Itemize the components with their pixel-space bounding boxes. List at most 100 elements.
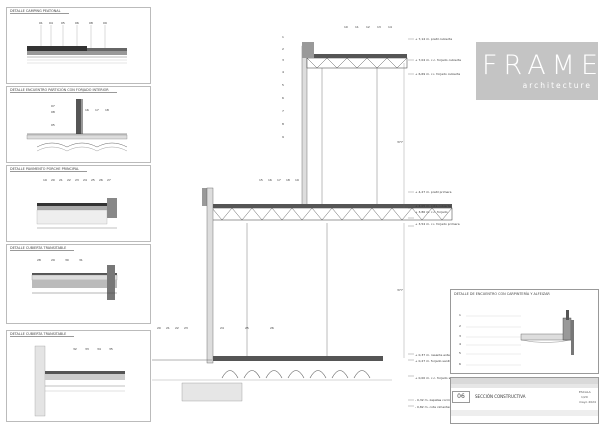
callout: 9 — [282, 135, 284, 139]
callout: 20 — [157, 326, 161, 330]
scale-value: 1/20 — [581, 395, 588, 399]
title-block-header — [451, 378, 598, 384]
callout: 16 — [268, 178, 272, 182]
constructive-section-drawing — [152, 38, 453, 407]
panel-title: DETALLE ENCUENTRO PARTICIÓN CON FORJADO … — [10, 88, 117, 93]
detail-drawing — [27, 25, 127, 64]
detail-drawing — [26, 99, 128, 152]
panel-title: DETALLE PAVIMENTO PORCHE PRINCIPAL — [10, 167, 87, 172]
level-label: + 4,05 m. cota cubierta — [415, 204, 451, 208]
dimension-label: 377 — [397, 288, 403, 292]
panel-title: DETALLE CUBIERTA TRANSITABLE — [10, 246, 75, 251]
callout: 05 — [51, 123, 55, 127]
callout: 12 — [366, 25, 370, 29]
callout: 13 — [377, 25, 381, 29]
dimension-label: 377 — [397, 140, 403, 144]
level-label: - 0,32 m. zapatas corrida — [415, 398, 453, 402]
level-label: + 3,86 m. c.c. forjado — [415, 210, 448, 214]
callout: 24 — [83, 178, 87, 182]
callout: 22 — [67, 178, 71, 182]
callout: 25 — [91, 178, 95, 182]
detail-panel-paving: DETALLE CAMPING PEATONAL 01 04 05 06 08 … — [6, 7, 151, 84]
detail-panel-roof-2: DETALLE CUBIERTA TRANSITABLE 32 33 34 35 — [6, 330, 151, 422]
level-label: + 0,37 m. rasante exterior — [415, 353, 456, 357]
panel-title: DETALLE CAMPING PEATONAL — [10, 9, 69, 14]
callout: 28 — [37, 258, 41, 262]
callout: 4 — [282, 70, 284, 74]
callout: 19 — [295, 178, 299, 182]
callout: 15 — [259, 178, 263, 182]
callout: 06 — [75, 21, 79, 25]
callout: 08 — [89, 21, 93, 25]
callout: 3 — [459, 334, 461, 338]
callout: 21 — [166, 326, 170, 330]
callout: 11 — [355, 25, 359, 29]
detail-drawing — [34, 345, 125, 417]
callout: 18 — [105, 108, 109, 112]
callout: 5 — [459, 351, 461, 355]
logo-sub-text: architecture — [522, 81, 592, 90]
callout: 34 — [97, 347, 101, 351]
callout: 31 — [79, 258, 83, 262]
scale-label: ESCALA — [579, 390, 591, 394]
callout: 30 — [65, 258, 69, 262]
panel-title: DETALLE CUBIERTA TRANSITABLE — [10, 332, 75, 337]
callout: 8 — [282, 122, 284, 126]
callout: 17 — [277, 178, 281, 182]
callout: 7 — [282, 109, 284, 113]
callout: 32 — [73, 347, 77, 351]
callout: 33 — [85, 347, 89, 351]
detail-title: DETALLE DE ENCUENTRO CON CARPINTERÍA Y A… — [454, 292, 550, 296]
callout: 1 — [282, 35, 284, 39]
detail-panel-partition: DETALLE ENCUENTRO PARTICIÓN CON FORJADO … — [6, 86, 151, 163]
callout: 27 — [107, 178, 111, 182]
callout: 09 — [103, 21, 107, 25]
callout: 21 — [59, 178, 63, 182]
callout: 25 — [245, 326, 249, 330]
title-block: ESCALA 1/20 mayo 2024 06 SECCIÓN CONSTRU… — [450, 377, 599, 424]
callout: 2 — [282, 47, 284, 51]
detail-drawing — [466, 310, 574, 366]
callout: 14 — [388, 25, 392, 29]
level-label: + 7,04 m. c.c. forjado cubierta — [415, 58, 461, 62]
callout: 20 — [51, 178, 55, 182]
callout: 29 — [51, 258, 55, 262]
callout: 24 — [220, 326, 224, 330]
frame-logo: FRAME architecture — [476, 42, 598, 100]
callout: 08 — [51, 110, 55, 114]
callout: 07 — [51, 104, 55, 108]
callout: 01 — [39, 21, 43, 25]
callout: 19 — [43, 178, 47, 182]
callout: 23 — [184, 326, 188, 330]
callout: 22 — [175, 326, 179, 330]
level-label: + 4,27 m. pretil primera — [415, 190, 452, 194]
callout: 17 — [95, 108, 99, 112]
level-label: + 7,14 m. pretil cubierta — [415, 37, 453, 41]
callout: 3 — [282, 58, 284, 62]
detail-drawing — [36, 198, 117, 229]
callout: 26 — [99, 178, 103, 182]
callout: 10 — [344, 25, 348, 29]
callout: 16 — [85, 108, 89, 112]
level-label: + 0,00 m. c.c. forjado sanitario — [415, 376, 462, 380]
title-block-subheader — [451, 384, 598, 388]
callout: 18 — [286, 178, 290, 182]
callout: 05 — [61, 21, 65, 25]
callout: 2 — [459, 324, 461, 328]
callout: 5 — [282, 83, 284, 87]
detail-drawing — [31, 265, 118, 300]
date-label: mayo 2024 — [579, 400, 596, 404]
sheet-title: SECCIÓN CONSTRUCTIVA — [475, 394, 526, 399]
detail-panel-roof-1: DETALLE CUBIERTA TRANSITABLE 28 29 30 31 — [6, 244, 151, 324]
level-label: - 0,82 m. cota cimentación — [415, 405, 456, 409]
callout: 6 — [459, 362, 461, 366]
callout: 35 — [109, 347, 113, 351]
level-label: + 3,54 m. c.i. forjado primera — [415, 222, 460, 226]
callout: 4 — [459, 342, 461, 346]
callout: 1 — [459, 313, 461, 317]
level-label: + 6,69 m. c.i. forjado cubierta — [415, 72, 461, 76]
callout: 23 — [75, 178, 79, 182]
callout: 6 — [282, 96, 284, 100]
detail-panel-porch: DETALLE PAVIMENTO PORCHE PRINCIPAL 19 20… — [6, 165, 151, 242]
